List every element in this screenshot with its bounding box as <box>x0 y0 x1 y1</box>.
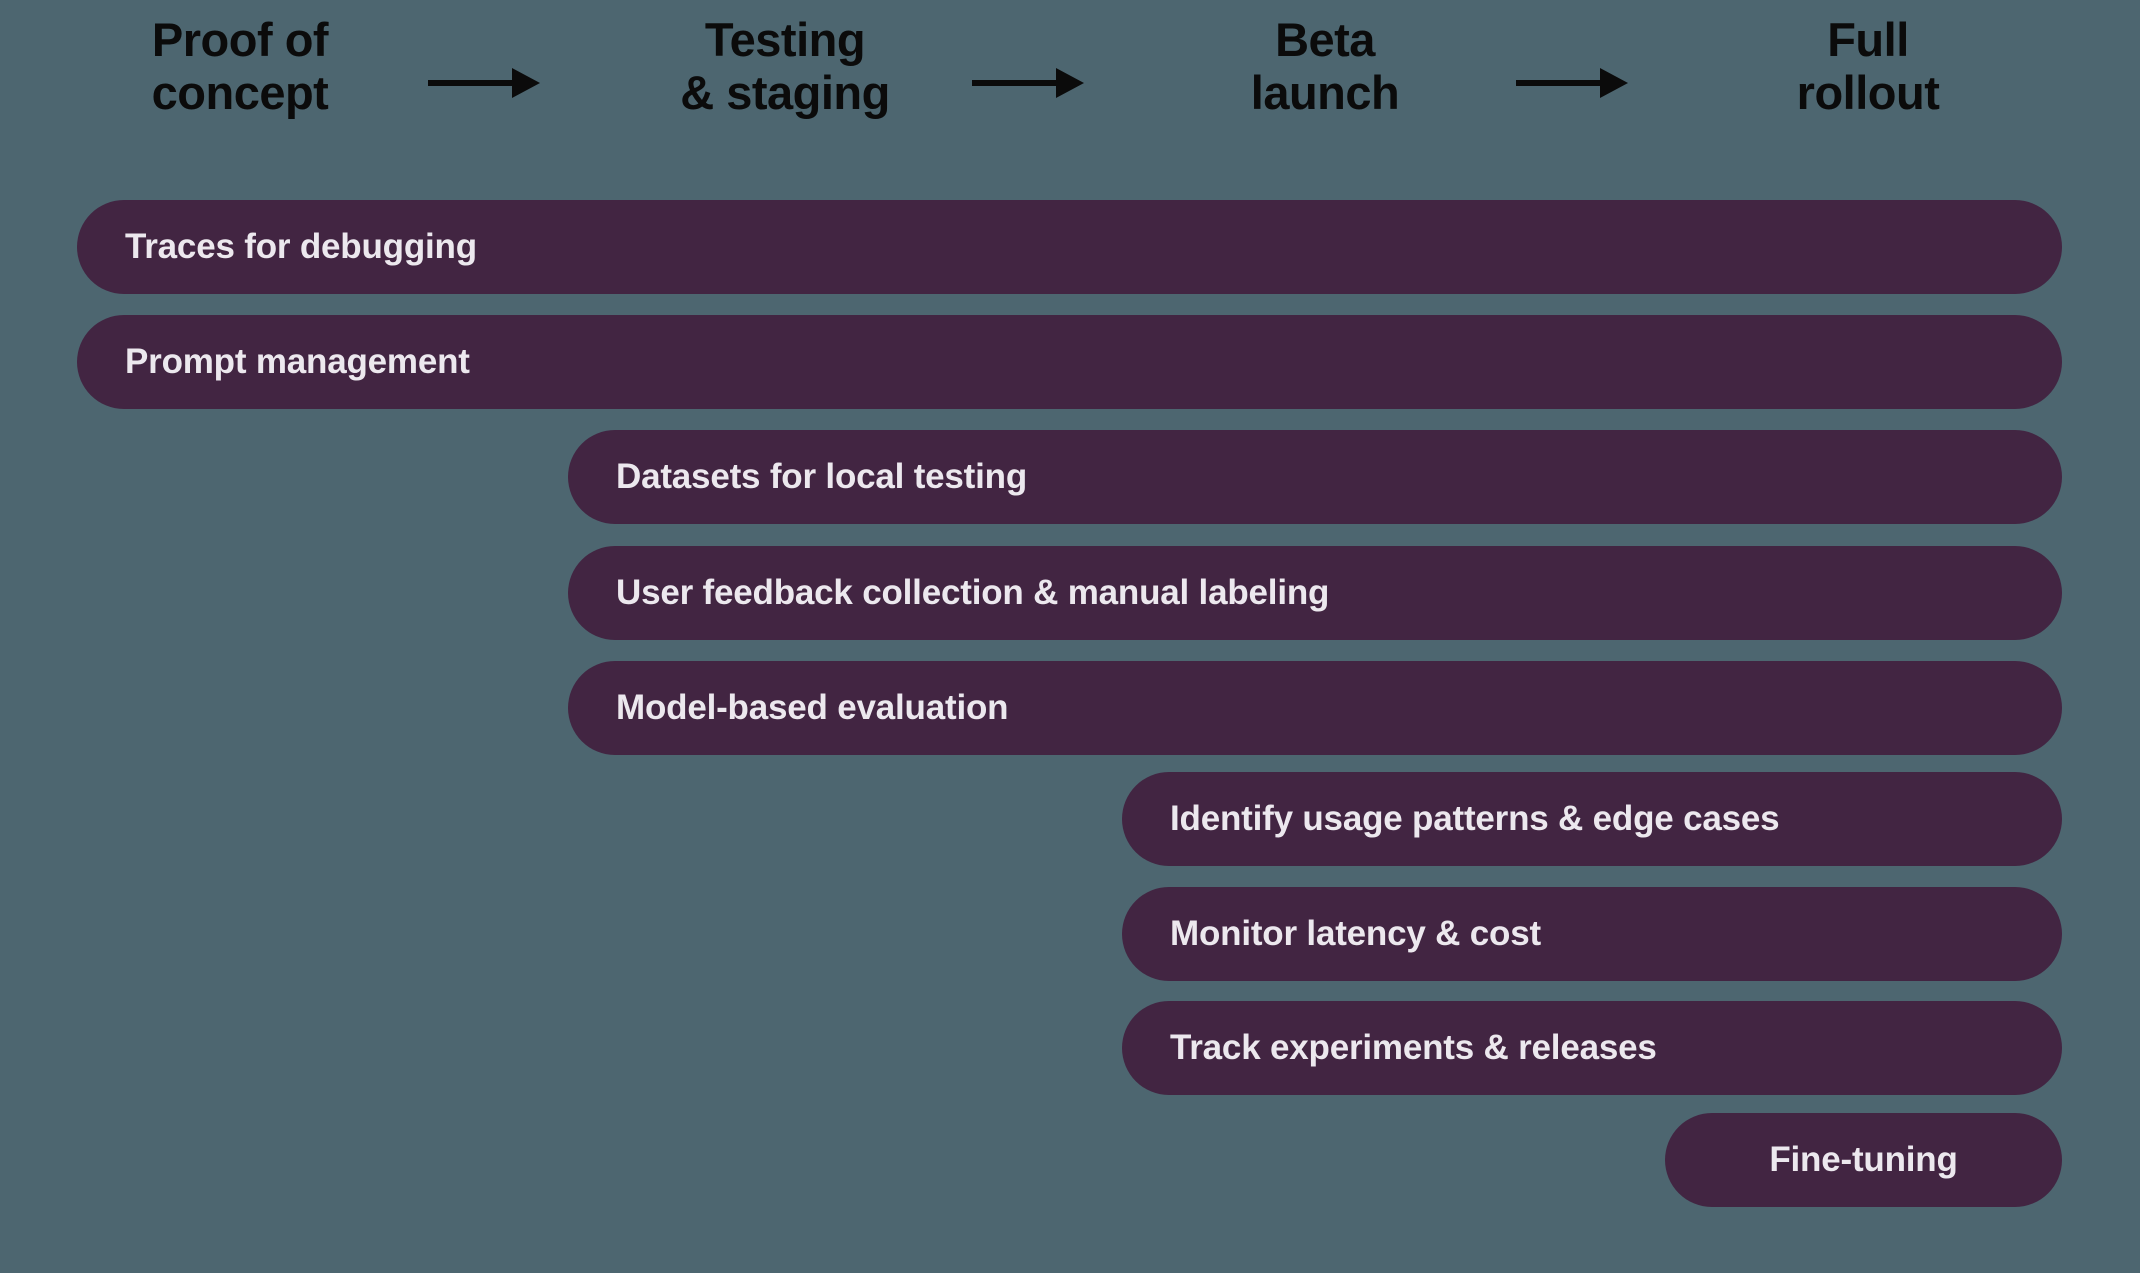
capability-label: User feedback collection & manual labeli… <box>616 573 1330 612</box>
stage-header-proof-of-concept: Proof of concept <box>151 13 329 119</box>
arrow-right-icon <box>972 62 1084 104</box>
capability-label: Traces for debugging <box>125 227 477 266</box>
capability-label: Identify usage patterns & edge cases <box>1170 799 1780 838</box>
capability-bar-identify-usage-patterns[interactable]: Identify usage patterns & edge cases <box>1122 772 2062 866</box>
capability-label: Fine-tuning <box>1769 1140 1958 1179</box>
capability-label: Track experiments & releases <box>1170 1028 1657 1067</box>
capability-bar-monitor-latency-and-cost[interactable]: Monitor latency & cost <box>1122 887 2062 981</box>
arrow-right-icon <box>428 62 540 104</box>
stage-header-testing-and-staging: Testing & staging <box>680 13 890 119</box>
capability-label: Model-based evaluation <box>616 688 1009 727</box>
capability-label: Datasets for local testing <box>616 457 1028 496</box>
capability-bar-fine-tuning[interactable]: Fine-tuning <box>1665 1113 2062 1207</box>
capability-bar-model-based-evaluation[interactable]: Model-based evaluation <box>568 661 2062 755</box>
capability-bar-traces-for-debugging[interactable]: Traces for debugging <box>77 200 2062 294</box>
capability-bar-prompt-management[interactable]: Prompt management <box>77 315 2062 409</box>
capability-bar-user-feedback-collection[interactable]: User feedback collection & manual labeli… <box>568 546 2062 640</box>
capability-label: Prompt management <box>125 342 470 381</box>
capability-bar-datasets-for-local-testing[interactable]: Datasets for local testing <box>568 430 2062 524</box>
arrow-right-icon <box>1516 62 1628 104</box>
capability-bar-track-experiments-and-releases[interactable]: Track experiments & releases <box>1122 1001 2062 1095</box>
stage-header-full-rollout: Full rollout <box>1796 13 1940 119</box>
capability-label: Monitor latency & cost <box>1170 914 1541 953</box>
stage-header-beta-launch: Beta launch <box>1250 13 1400 119</box>
